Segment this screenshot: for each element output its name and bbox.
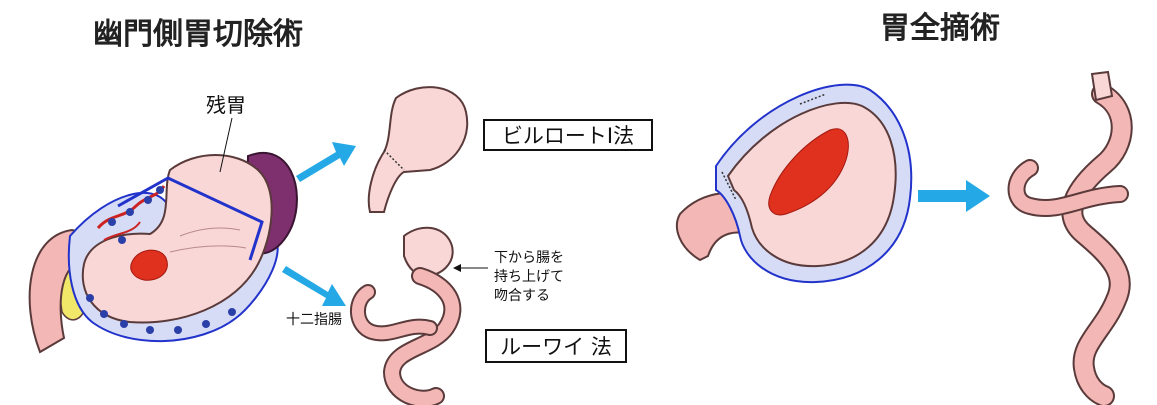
lift-note-line-1: 下から腸を [494, 250, 564, 266]
esophagus-stump [1092, 72, 1112, 100]
lift-note-line-3: 吻合する [494, 288, 550, 304]
arrow-to-total-reconstruction [918, 180, 990, 212]
label-duodenum: 十二指腸 [286, 312, 342, 328]
billroth-reconstruction: ビルロートⅠ法 [369, 87, 652, 212]
remnant-stomach-billroth [369, 87, 467, 212]
duodenal-stump [358, 292, 430, 333]
lift-note-line-2: 持ち上げて [494, 269, 564, 285]
label-roux-en-y: ルーワイ 法 [500, 335, 612, 359]
title-distal-gastrectomy: 幽門側胃切除術 [93, 17, 303, 52]
total-roux-en-y-reconstruction [1017, 72, 1122, 396]
distal-gastrectomy-illustration: 残胃 [30, 93, 297, 352]
label-remnant-stomach: 残胃 [206, 93, 246, 117]
remnant-stomach-roux [404, 228, 453, 276]
roux-en-y-reconstruction: 下から腸を 持ち上げて 吻合する 十二指腸 ルーワイ 法 [286, 228, 626, 399]
arrow-to-roux-en-y [282, 266, 346, 306]
total-gastrectomy-illustration [677, 85, 911, 282]
arrow-to-billroth [296, 142, 356, 182]
label-billroth: ビルロートⅠ法 [502, 124, 634, 148]
title-total-gastrectomy: 胃全摘術 [880, 11, 1000, 46]
